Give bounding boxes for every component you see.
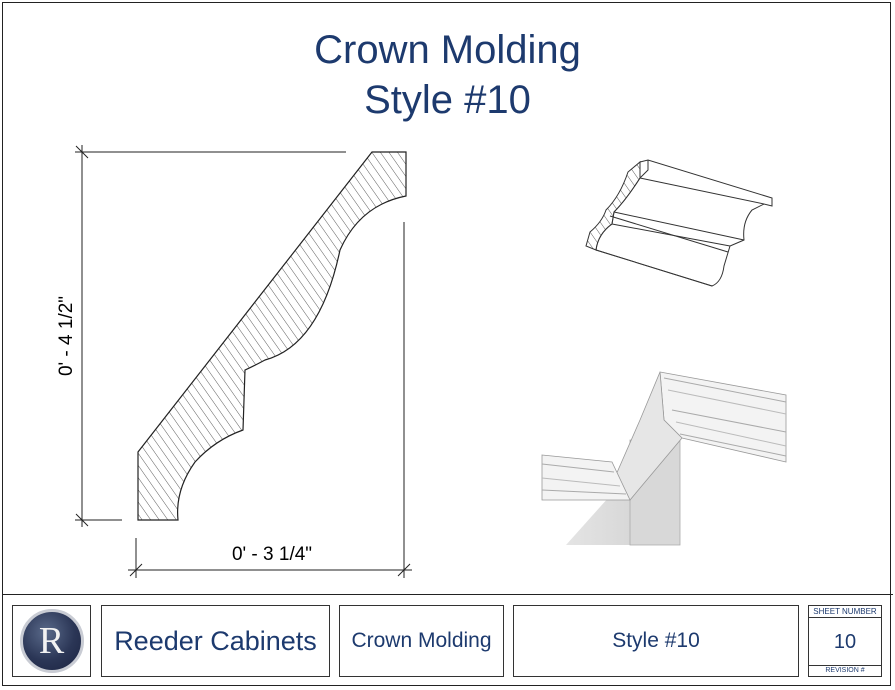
company-name-box: Reeder Cabinets [101, 605, 330, 677]
page-title-line1: Crown Molding [314, 28, 581, 72]
sheet-name: Crown Molding [351, 629, 492, 652]
style-name: Style #10 [612, 629, 700, 652]
width-dimension-label: 0' - 3 1/4" [232, 544, 312, 565]
molding-profile-section [137, 151, 407, 521]
sheet-number-value: 10 [833, 630, 857, 653]
logo-box: R [12, 605, 91, 677]
revision-label: REVISION # [809, 665, 881, 676]
dimension-lines [75, 145, 412, 578]
corner-installation-view [541, 371, 787, 546]
page-title-line2: Style #10 [364, 78, 531, 122]
height-dimension-label: 0' - 4 1/2" [56, 296, 77, 376]
company-name: Reeder Cabinets [114, 625, 317, 656]
title-block-divider [2, 594, 893, 595]
style-box: Style #10 [513, 605, 799, 677]
logo-letter: R [38, 620, 65, 662]
company-logo: R [19, 609, 84, 673]
sheet-number-label: SHEET NUMBER [809, 606, 881, 618]
molding-3d-view [585, 159, 773, 287]
technical-drawing: 0' - 4 1/2" 0' - 3 1/4" [56, 145, 787, 578]
sheet-name-box: Crown Molding [339, 605, 504, 677]
sheet-number-box: SHEET NUMBER 10 REVISION # [808, 605, 882, 677]
